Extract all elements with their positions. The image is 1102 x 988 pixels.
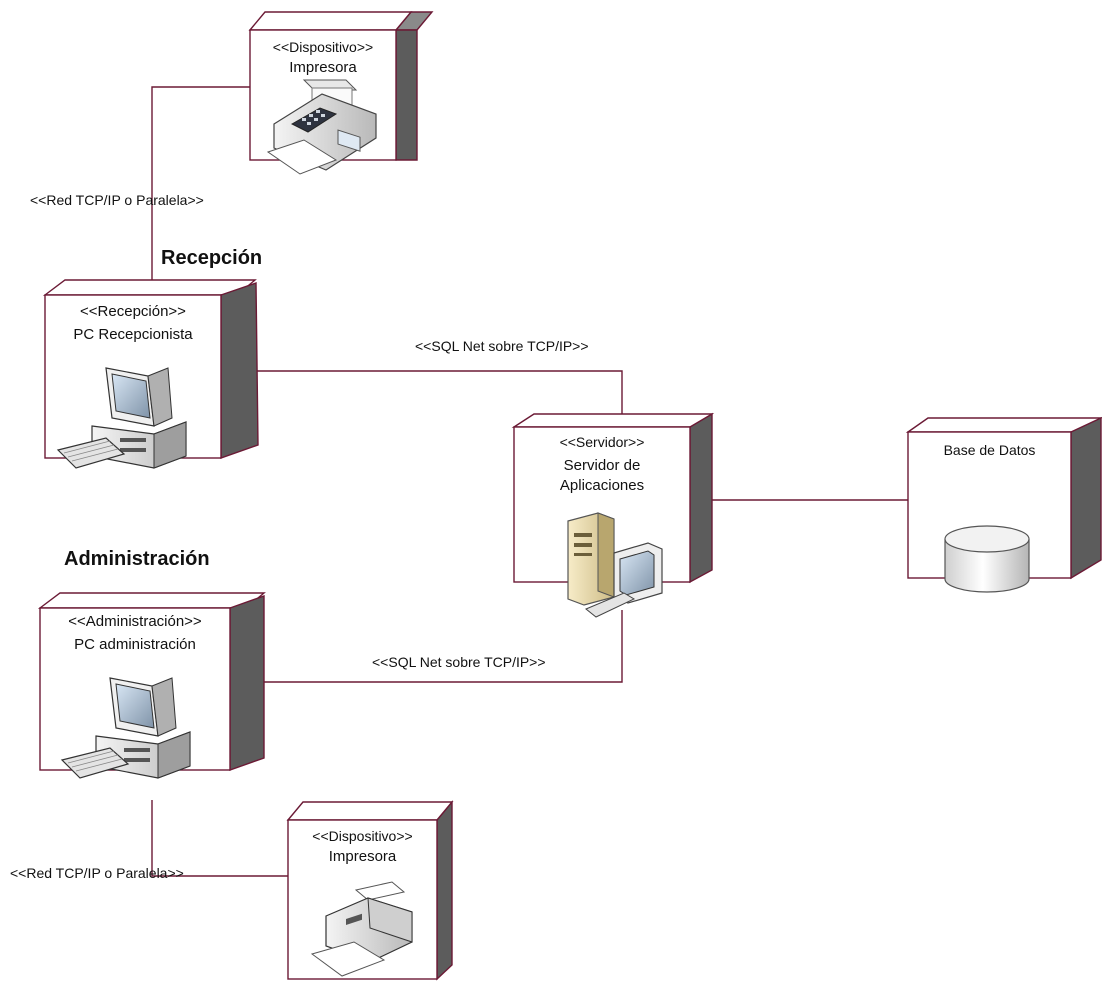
heading-reception: Recepción bbox=[161, 247, 263, 269]
reception-pc-name: PC Recepcionista bbox=[73, 326, 193, 343]
node-printer-bottom[interactable] bbox=[286, 800, 454, 981]
link-admin-to-server bbox=[248, 610, 623, 683]
fax-printer-icon bbox=[266, 79, 377, 175]
link-label-admin-server: <<SQL Net sobre TCP/IP>> bbox=[372, 654, 546, 670]
reception-pc-stereotype: <<Recepción>> bbox=[80, 303, 186, 320]
link-admin-to-printer-bottom bbox=[151, 800, 288, 877]
node-box-side bbox=[395, 29, 418, 161]
printer-top-name: Impresora bbox=[289, 59, 357, 76]
link-reception-to-server bbox=[232, 370, 623, 420]
node-box-top bbox=[37, 592, 266, 609]
link-label-reception-server: <<SQL Net sobre TCP/IP>> bbox=[415, 338, 589, 354]
node-box-top bbox=[511, 413, 715, 428]
node-box-side bbox=[229, 595, 265, 771]
desktop-computer-icon bbox=[56, 367, 187, 469]
printer-icon bbox=[310, 881, 413, 977]
node-box-top bbox=[248, 11, 413, 31]
heading-administration: Administración bbox=[64, 548, 210, 570]
server-computer-icon bbox=[567, 512, 663, 618]
desktop-computer-icon bbox=[60, 677, 191, 779]
node-box-top bbox=[286, 801, 454, 821]
link-label-printer-top-reception: <<Red TCP/IP o Paralela>> bbox=[30, 192, 204, 208]
admin-pc-stereotype: <<Administración>> bbox=[68, 613, 202, 630]
node-box-top bbox=[905, 417, 1102, 433]
node-box-side bbox=[689, 412, 713, 584]
node-box-side bbox=[436, 800, 453, 981]
admin-pc-name: PC administración bbox=[74, 636, 196, 653]
node-box-side bbox=[1070, 416, 1102, 580]
node-box-top bbox=[42, 279, 257, 296]
link-label-admin-printer-bottom: <<Red TCP/IP o Paralela>> bbox=[10, 865, 184, 881]
app-server-name-line1: Servidor de bbox=[563, 457, 641, 474]
database-icon bbox=[944, 525, 1030, 593]
connector-lines bbox=[151, 86, 908, 877]
node-box-side bbox=[220, 282, 259, 459]
database-name: Base de Datos bbox=[943, 442, 1036, 458]
link-printer-top-to-reception bbox=[151, 86, 250, 290]
printer-bottom-name: Impresora bbox=[328, 848, 397, 865]
app-server-stereotype: <<Servidor>> bbox=[559, 434, 645, 450]
printer-top-stereotype: <<Dispositivo>> bbox=[272, 39, 374, 55]
app-server-name-line2: Aplicaciones bbox=[559, 477, 645, 494]
printer-bottom-stereotype: <<Dispositivo>> bbox=[312, 828, 413, 844]
